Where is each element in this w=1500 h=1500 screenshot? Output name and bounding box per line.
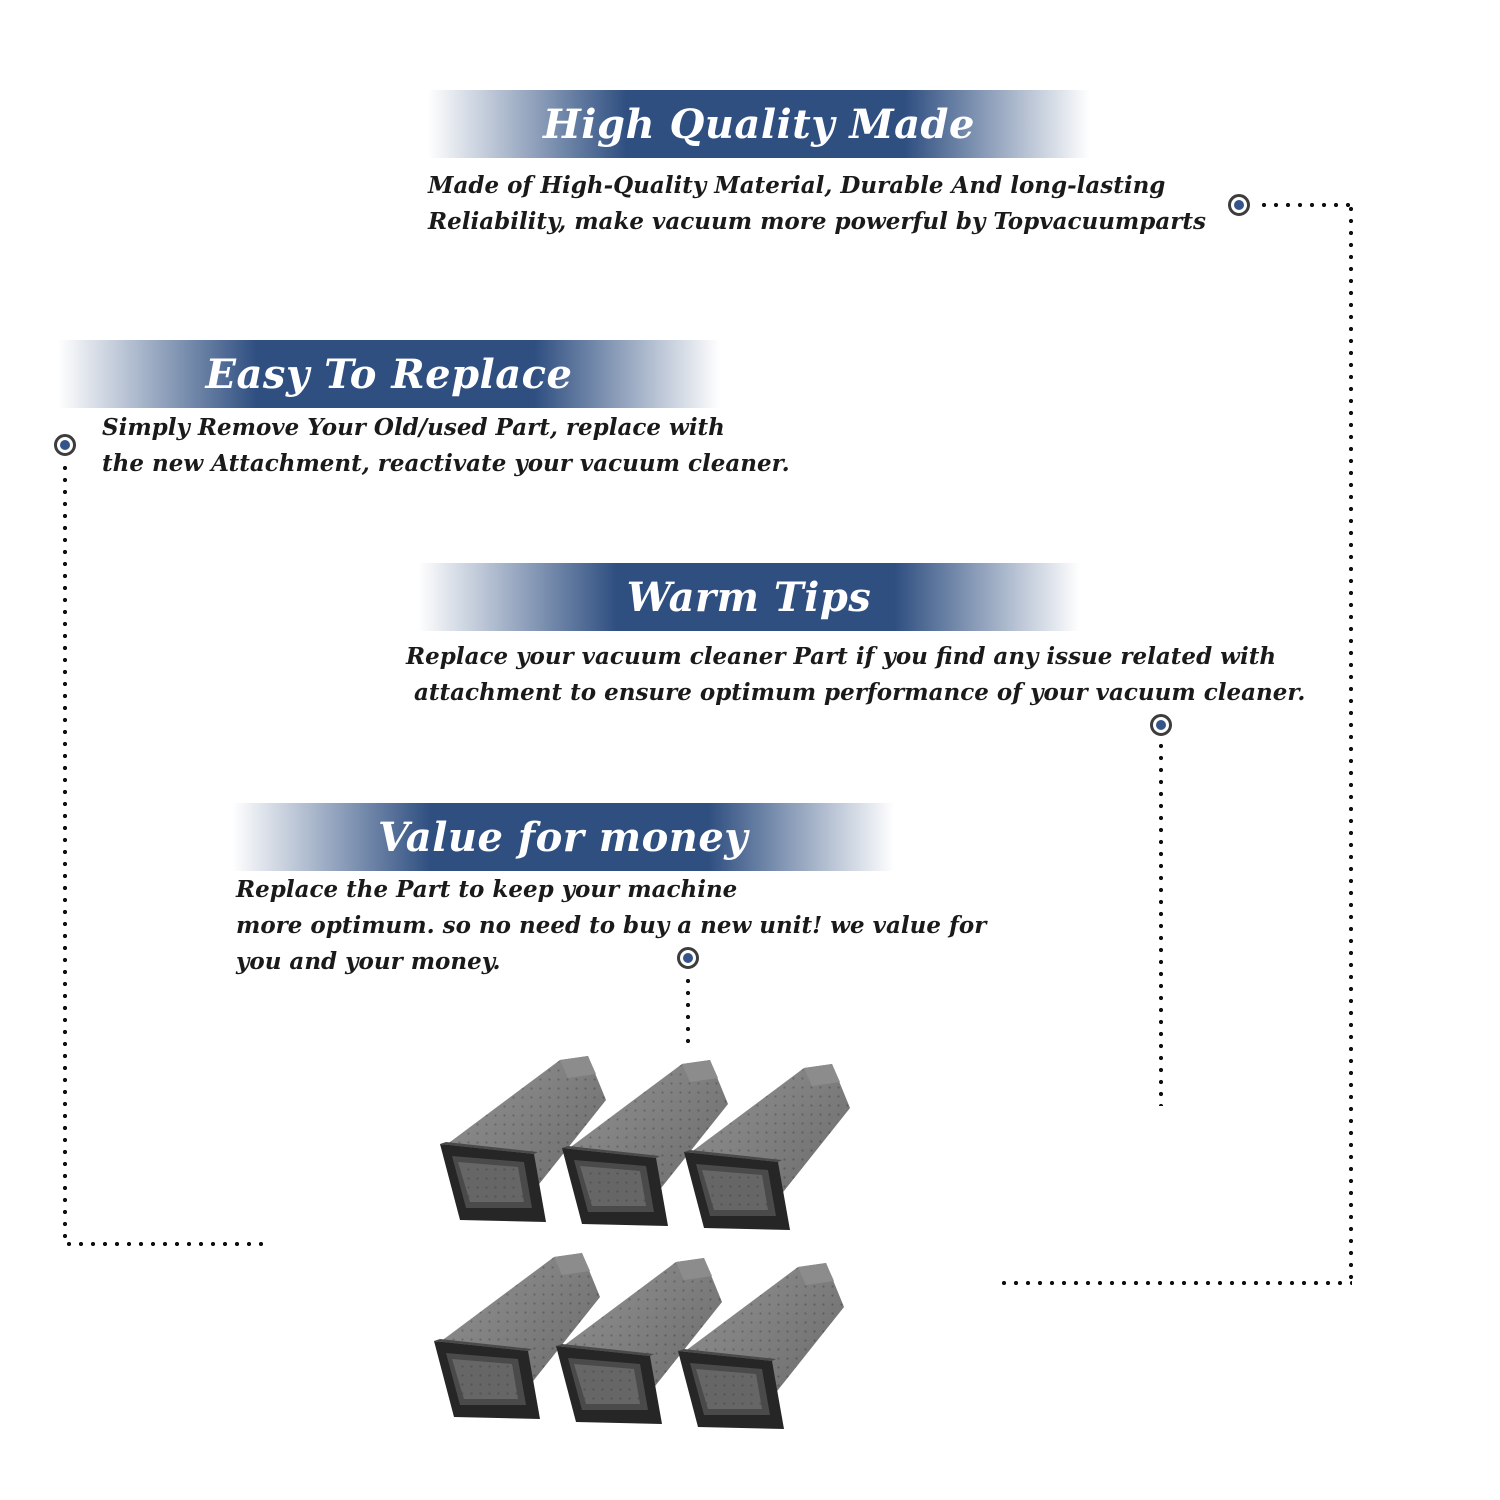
dotted-line-value-money: [686, 975, 690, 1050]
bullet-easy-replace-icon: [54, 434, 76, 456]
bullet-high-quality-icon: [1228, 194, 1250, 216]
banner-high-quality: High Quality Made: [428, 90, 1090, 158]
bullet-warm-tips-icon: [1150, 714, 1172, 736]
section-desc-warm-tips: Replace your vacuum cleaner Part if you …: [406, 643, 1306, 706]
section-title-value-money: Value for money: [377, 813, 749, 861]
section-desc-value-money: Replace the Part to keep your machine mo…: [236, 876, 987, 975]
section-desc-easy-replace: Simply Remove Your Old/used Part, replac…: [102, 414, 790, 477]
dotted-line-right-vertical: [1349, 203, 1353, 1285]
product-image-filter-bags: [434, 1056, 850, 1429]
banner-easy-replace: Easy To Replace: [58, 340, 720, 408]
dotted-line-top-right: [1258, 203, 1354, 207]
dotted-line-bottom-left: [63, 1242, 263, 1246]
section-desc-high-quality: Made of High-Quality Material, Durable A…: [428, 172, 1206, 235]
banner-warm-tips: Warm Tips: [418, 563, 1080, 631]
section-title-easy-replace: Easy To Replace: [205, 350, 573, 398]
section-title-high-quality: High Quality Made: [543, 100, 975, 148]
dotted-line-left-vertical: [63, 462, 67, 1244]
banner-value-money: Value for money: [232, 803, 894, 871]
dotted-line-warm-tips: [1159, 740, 1163, 1106]
bullet-value-money-icon: [677, 947, 699, 969]
section-title-warm-tips: Warm Tips: [626, 573, 872, 621]
dotted-line-bottom-right: [998, 1281, 1352, 1285]
